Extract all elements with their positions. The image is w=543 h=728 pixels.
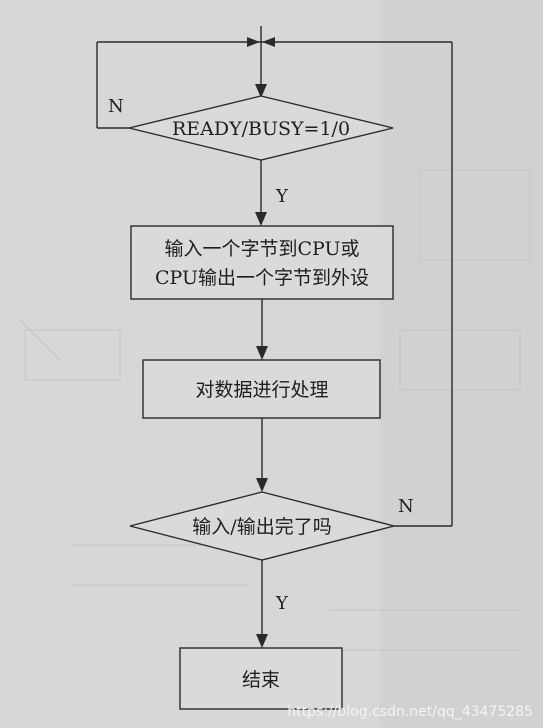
process-io-text-line2: CPU输出一个字节到外设 (155, 267, 369, 289)
arrow-merge-left (247, 37, 260, 47)
arrow-into-process-data (256, 346, 268, 360)
arrow-merge-right (262, 37, 275, 47)
ready-yes-label: Y (275, 186, 289, 207)
end-text: 结束 (242, 669, 280, 691)
end-box (179, 647, 343, 710)
arrow-into-process-io (255, 212, 267, 226)
ready-no-label: N (108, 96, 124, 117)
process-data-text: 对数据进行处理 (195, 379, 328, 401)
arrow-into-done (256, 478, 268, 492)
arrow-into-ready (255, 84, 267, 98)
decision-done-text: 输入/输出完了吗 (192, 516, 331, 538)
decision-ready-text: READY/BUSY=1/0 (172, 118, 350, 140)
watermark-text: https://blog.csdn.net/qq_43475285 (287, 704, 533, 720)
done-no-label: N (398, 496, 414, 517)
process-data-box (142, 359, 381, 419)
done-yes-label: Y (275, 593, 289, 614)
arrow-into-end (256, 634, 268, 648)
paper-shade-right (380, 0, 543, 728)
bleed-through-ghost (19, 169, 531, 651)
process-io-text-line1: 输入一个字节到CPU或 (164, 238, 359, 260)
